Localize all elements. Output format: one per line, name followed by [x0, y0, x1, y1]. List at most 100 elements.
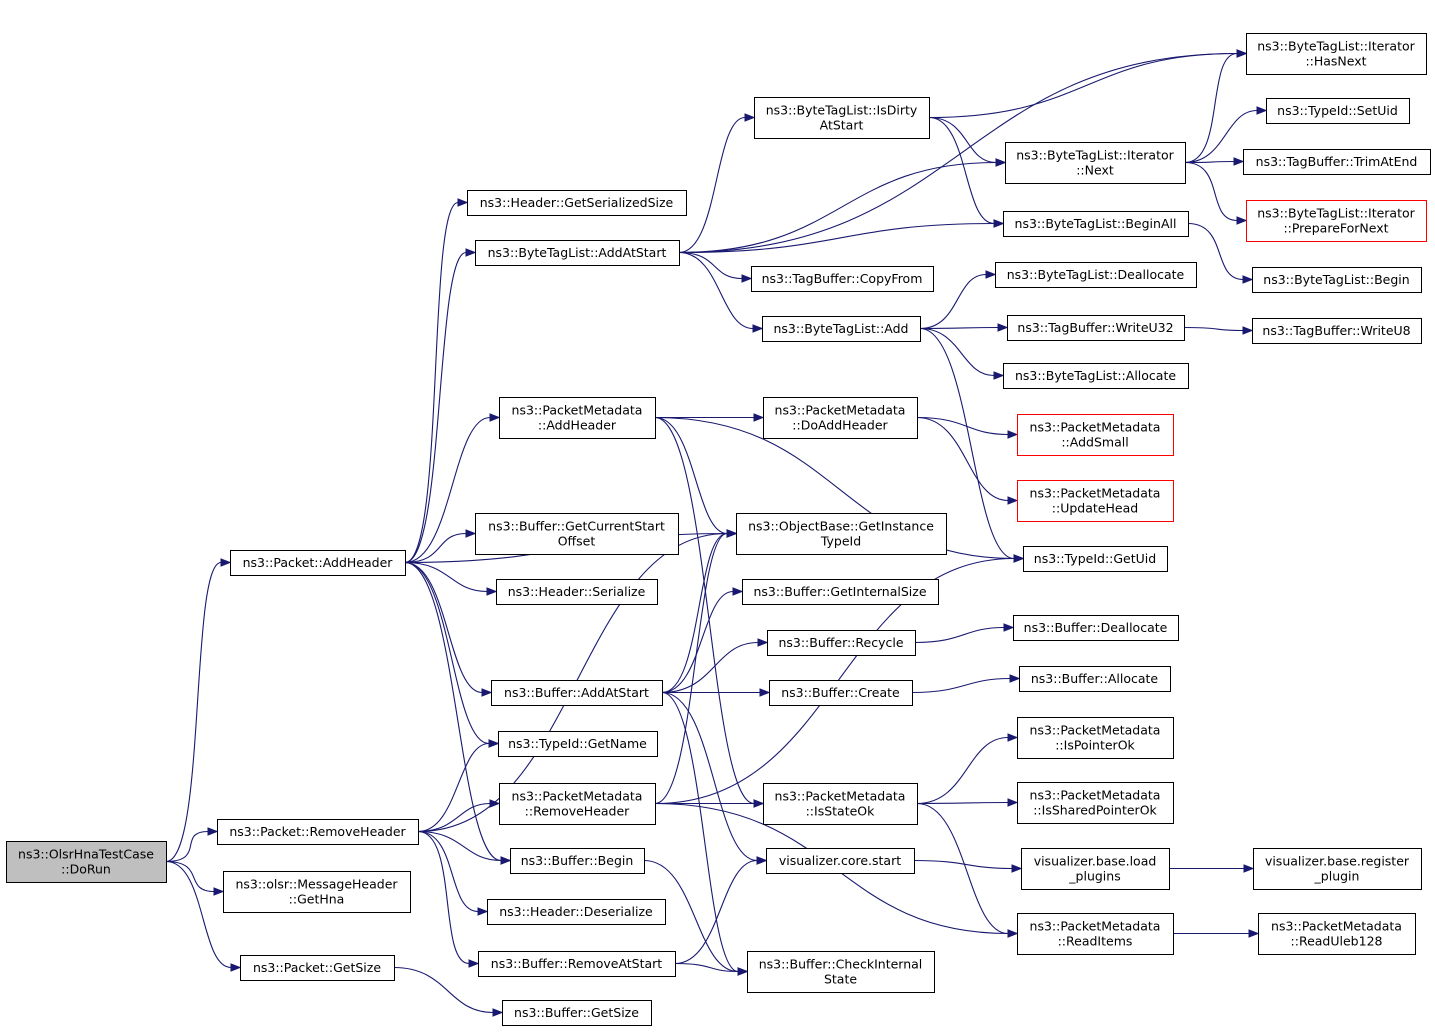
node-label-line: ns3::TypeId::SetUid	[1277, 103, 1398, 118]
node-dorun[interactable]: ns3::OlsrHnaTestCase::DoRun	[6, 841, 167, 883]
node-label-line: ns3::ByteTagList::Deallocate	[1007, 267, 1185, 282]
node-pm_addheader[interactable]: ns3::PacketMetadata::AddHeader	[499, 397, 656, 439]
node-pm_ispointerok[interactable]: ns3::PacketMetadata::IsPointerOk	[1017, 717, 1174, 759]
node-buf_addatstart[interactable]: ns3::Buffer::AddAtStart	[491, 680, 663, 706]
node-hdr_getserializedsize[interactable]: ns3::Header::GetSerializedSize	[467, 190, 687, 216]
node-btl_beginall[interactable]: ns3::ByteTagList::BeginAll	[1003, 211, 1189, 237]
node-pm_readuleb128[interactable]: ns3::PacketMetadata::ReadUleb128	[1258, 913, 1416, 955]
call-edge-vis_base_load_plugins-to-vis_base_register_plugin	[1168, 864, 1255, 873]
node-label-line: ns3::ByteTagList::Begin	[1263, 272, 1409, 287]
node-label-line: ::ReadUleb128	[1291, 934, 1383, 949]
node-olsr_gethna[interactable]: ns3::olsr::MessageHeader::GetHna	[223, 871, 411, 913]
node-label-line: ::IsPointerOk	[1055, 738, 1135, 753]
node-tb_writeu32[interactable]: ns3::TagBuffer::WriteU32	[1007, 315, 1185, 341]
node-pkt_removeheader[interactable]: ns3::Packet::RemoveHeader	[217, 819, 419, 845]
node-btli_preparefornext[interactable]: ns3::ByteTagList::Iterator::PrepareForNe…	[1246, 200, 1427, 242]
arrowhead-icon	[230, 963, 242, 972]
call-edge-buf_removeatstart-to-vis_core_start	[674, 856, 768, 965]
node-label-line: ns3::PacketMetadata	[1030, 788, 1161, 803]
call-edge-buf_addatstart-to-buf_getinternalsize	[661, 587, 744, 694]
node-buf_begin[interactable]: ns3::Buffer::Begin	[510, 848, 645, 874]
call-edge-pkt_addheader-to-hdr_serialize	[404, 561, 498, 596]
node-box	[1007, 315, 1185, 341]
node-label-line: ns3::Buffer::CheckInternal	[759, 957, 923, 972]
node-typeid_getname[interactable]: ns3::TypeId::GetName	[498, 731, 658, 757]
call-edge-dorun-to-olsr_gethna	[165, 860, 225, 896]
node-tb_trimatend[interactable]: ns3::TagBuffer::TrimAtEnd	[1243, 149, 1431, 175]
node-typeid_getuid[interactable]: ns3::TypeId::GetUid	[1023, 546, 1168, 572]
node-btl_add[interactable]: ns3::ByteTagList::Add	[762, 316, 921, 342]
node-tb_copyfrom[interactable]: ns3::TagBuffer::CopyFrom	[751, 266, 934, 292]
node-tb_writeu8[interactable]: ns3::TagBuffer::WriteU8	[1252, 318, 1422, 344]
node-box	[6, 841, 167, 883]
node-box	[1013, 615, 1179, 641]
node-box	[499, 397, 656, 439]
call-edge-btl_add-to-btl_deallocate	[919, 270, 997, 330]
node-buf_getsize[interactable]: ns3::Buffer::GetSize	[502, 1000, 652, 1026]
arrowhead-icon	[993, 219, 1005, 228]
arrowhead-icon	[489, 413, 501, 422]
node-box	[751, 266, 934, 292]
node-buf_recycle[interactable]: ns3::Buffer::Recycle	[767, 630, 916, 656]
node-label-line: TypeId	[820, 534, 861, 549]
arrowhead-icon	[1236, 49, 1248, 58]
node-label-line: visualizer.base.register	[1265, 854, 1410, 869]
node-buf_deallocate[interactable]: ns3::Buffer::Deallocate	[1013, 615, 1179, 641]
node-typeid_setuid[interactable]: ns3::TypeId::SetUid	[1266, 98, 1410, 124]
node-box	[736, 513, 947, 555]
call-edge-btl_isdirtyatstart-to-btl_beginall	[928, 116, 1005, 228]
node-vis_core_start[interactable]: visualizer.core.start	[766, 848, 915, 874]
node-btl_deallocate[interactable]: ns3::ByteTagList::Deallocate	[995, 262, 1197, 288]
node-pm_readitems[interactable]: ns3::PacketMetadata::ReadItems	[1017, 913, 1174, 955]
node-buf_allocate[interactable]: ns3::Buffer::Allocate	[1019, 666, 1171, 692]
node-btl_allocate[interactable]: ns3::ByteTagList::Allocate	[1003, 363, 1189, 389]
node-vis_base_register_plugin[interactable]: visualizer.base.register_plugin	[1253, 848, 1422, 890]
node-label-line: ns3::PacketMetadata	[512, 403, 643, 418]
call-edge-buf_addatstart-to-buf_recycle	[661, 638, 769, 694]
node-box	[1252, 318, 1422, 344]
node-btli_hasnext[interactable]: ns3::ByteTagList::Iterator::HasNext	[1246, 33, 1427, 75]
node-pm_removeheader[interactable]: ns3::PacketMetadata::RemoveHeader	[499, 783, 656, 825]
node-pm_issharedpointerok[interactable]: ns3::PacketMetadata::IsSharedPointerOk	[1017, 782, 1174, 824]
node-pkt_addheader[interactable]: ns3::Packet::AddHeader	[230, 550, 406, 576]
node-pkt_getsize[interactable]: ns3::Packet::GetSize	[240, 955, 395, 981]
node-label-line: ns3::TypeId::GetName	[508, 736, 647, 751]
arrowhead-icon	[753, 799, 765, 808]
node-box	[230, 550, 406, 576]
node-buf_getinternalsize[interactable]: ns3::Buffer::GetInternalSize	[742, 579, 939, 605]
node-box	[499, 783, 656, 825]
node-label-line: ns3::Header::Deserialize	[499, 904, 653, 919]
node-label-line: ns3::ByteTagList::BeginAll	[1015, 216, 1177, 231]
node-vis_base_load_plugins[interactable]: visualizer.base.load_plugins	[1021, 848, 1170, 890]
node-label-line: ::DoAddHeader	[792, 418, 888, 433]
node-label-line: ::HasNext	[1305, 54, 1366, 69]
node-hdr_serialize[interactable]: ns3::Header::Serialize	[496, 579, 658, 605]
node-pm_updatehead[interactable]: ns3::PacketMetadata::UpdateHead	[1017, 480, 1174, 522]
arrowhead-icon	[753, 413, 765, 422]
call-edge-pm_doaddheader-to-pm_addsmall	[916, 416, 1019, 439]
node-buf_create[interactable]: ns3::Buffer::Create	[769, 680, 913, 706]
arrowhead-icon	[486, 587, 498, 596]
node-box	[223, 871, 411, 913]
node-box	[769, 680, 913, 706]
node-label-line: ::IsSharedPointerOk	[1033, 803, 1157, 818]
node-box	[1005, 142, 1186, 184]
node-btl_begin[interactable]: ns3::ByteTagList::Begin	[1252, 267, 1422, 293]
node-pm_addsmall[interactable]: ns3::PacketMetadata::AddSmall	[1017, 414, 1174, 456]
node-hdr_deserialize[interactable]: ns3::Header::Deserialize	[487, 899, 666, 925]
node-buf_removeatstart[interactable]: ns3::Buffer::RemoveAtStart	[478, 951, 676, 977]
node-pm_doaddheader[interactable]: ns3::PacketMetadata::DoAddHeader	[763, 397, 918, 439]
node-box	[742, 579, 939, 605]
arrowhead-icon	[488, 739, 500, 748]
call-edge-pkt_removeheader-to-pm_removeheader	[417, 799, 501, 833]
node-label-line: visualizer.core.start	[779, 853, 901, 868]
arrowhead-icon	[1007, 496, 1019, 505]
node-pm_isstateok[interactable]: ns3::PacketMetadata::IsStateOk	[763, 783, 918, 825]
call-edge-btli_next-to-btli_hasnext	[1184, 49, 1248, 164]
node-btli_next[interactable]: ns3::ByteTagList::Iterator::Next	[1005, 142, 1186, 184]
node-btl_addatstart[interactable]: ns3::ByteTagList::AddAtStart	[475, 240, 680, 266]
